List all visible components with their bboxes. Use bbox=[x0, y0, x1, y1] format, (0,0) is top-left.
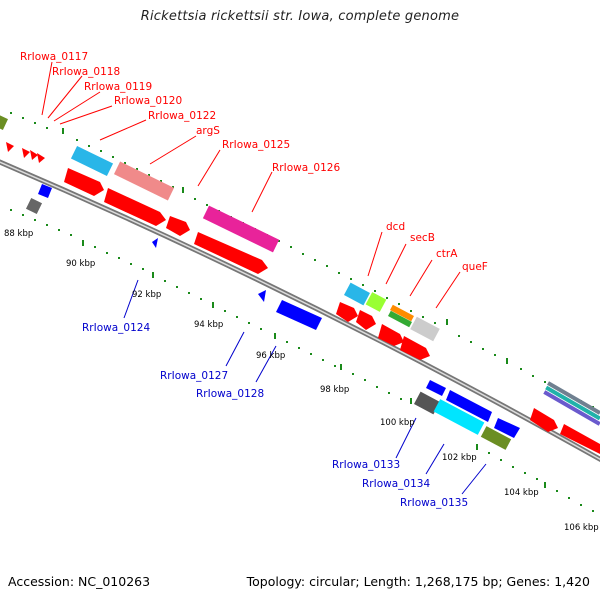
feature-grey-1 bbox=[25, 197, 43, 215]
feature-cds-ctrA bbox=[378, 324, 404, 346]
scale-label: 90 kbp bbox=[66, 259, 95, 269]
feature-cds-blue-100a bbox=[426, 380, 446, 396]
feature-cds-0125 bbox=[166, 216, 190, 236]
feature-cds-small-3 bbox=[30, 150, 38, 160]
forward-features bbox=[0, 114, 600, 454]
accession-text: Accession: NC_010263 bbox=[8, 574, 151, 589]
feature-rna-light-blue-2 bbox=[344, 282, 370, 306]
scale-label: 98 kbp bbox=[320, 385, 349, 395]
feature-lime bbox=[365, 292, 387, 312]
gene-label: RrIowa_0134 bbox=[362, 478, 430, 490]
gene-label: RrIowa_0117 bbox=[20, 51, 88, 63]
scale-labels: 88 kbp 90 kbp 92 kbp 94 kbp 96 kbp 98 kb… bbox=[4, 229, 599, 533]
feature-cds-0127 bbox=[258, 290, 266, 302]
gene-label: RrIowa_0135 bbox=[400, 497, 468, 509]
feature-cds-argS bbox=[104, 188, 166, 226]
feature-light-grey bbox=[410, 316, 440, 342]
feature-olive-0135 bbox=[480, 426, 512, 450]
gene-label: RrIowa_0125 bbox=[222, 139, 290, 151]
feature-cds-small-1 bbox=[6, 142, 14, 152]
feature-salmon bbox=[113, 161, 175, 201]
feature-cds-small-4 bbox=[37, 153, 45, 163]
feature-cds-blue-1 bbox=[38, 184, 52, 198]
genome-backbone-highlight bbox=[0, 161, 600, 461]
genome-summary-text: Topology: circular; Length: 1,268,175 bp… bbox=[246, 574, 590, 589]
feature-steel-stack bbox=[547, 381, 600, 415]
feature-cds-right-1 bbox=[530, 408, 558, 432]
gene-label: argS bbox=[196, 125, 220, 137]
gene-label: RrIowa_0119 bbox=[84, 81, 152, 93]
gene-label: dcd bbox=[386, 221, 405, 233]
feature-cyan-0133 bbox=[433, 399, 485, 435]
feature-cds-right-2 bbox=[560, 424, 600, 454]
reverse-leader-lines bbox=[123, 279, 487, 495]
feature-teal-stack bbox=[545, 385, 600, 421]
feature-magenta bbox=[202, 205, 280, 253]
feature-rna-light-blue-1 bbox=[70, 145, 114, 177]
gene-label: RrIowa_0126 bbox=[272, 162, 340, 174]
feature-cds-blue-100c bbox=[494, 418, 520, 438]
feature-cds-0126 bbox=[194, 232, 268, 274]
feature-cds-queF bbox=[400, 336, 430, 360]
reverse-gene-labels: RrIowa_0124 RrIowa_0127 RrIowa_0128 RrIo… bbox=[82, 322, 468, 509]
feature-cds-0128 bbox=[276, 300, 322, 330]
scale-label: 96 kbp bbox=[256, 351, 285, 361]
gene-label: RrIowa_0133 bbox=[332, 459, 400, 471]
scale-label: 100 kbp bbox=[380, 418, 415, 428]
map-title: Rickettsia rickettsii str. Iowa, complet… bbox=[140, 9, 460, 24]
feature-orange bbox=[389, 304, 415, 322]
gene-label: RrIowa_0122 bbox=[148, 110, 216, 122]
feature-cds-dcd bbox=[336, 302, 358, 322]
feature-cds-0117 bbox=[64, 168, 104, 196]
scale-label: 94 kbp bbox=[194, 320, 223, 330]
scale-label: 102 kbp bbox=[442, 453, 477, 463]
scale-label: 106 kbp bbox=[564, 523, 599, 533]
gene-label: secB bbox=[410, 232, 435, 244]
gene-label: ctrA bbox=[436, 248, 458, 260]
scale-label: 88 kbp bbox=[4, 229, 33, 239]
feature-grey-2 bbox=[414, 391, 440, 415]
scale-label: 104 kbp bbox=[504, 488, 539, 498]
feature-cds-blue-100b bbox=[446, 390, 492, 422]
feature-cds-0124 bbox=[152, 238, 158, 248]
gene-label: RrIowa_0118 bbox=[52, 66, 120, 78]
feature-cds-small-2 bbox=[22, 148, 30, 158]
feature-green-small bbox=[387, 310, 413, 328]
forward-gene-labels: RrIowa_0117 RrIowa_0118 RrIowa_0119 RrIo… bbox=[20, 51, 488, 273]
scale-label: 92 kbp bbox=[132, 290, 161, 300]
gene-label: queF bbox=[462, 261, 488, 273]
gene-label: RrIowa_0128 bbox=[196, 388, 264, 400]
feature-cds-secB bbox=[356, 310, 376, 330]
feature-slate-stack bbox=[543, 390, 600, 426]
inner-tick-row bbox=[10, 209, 594, 512]
gene-label: RrIowa_0120 bbox=[114, 95, 182, 107]
feature-olive-edge bbox=[0, 114, 8, 130]
forward-leader-lines bbox=[41, 61, 461, 309]
gene-label: RrIowa_0127 bbox=[160, 370, 228, 382]
reverse-features bbox=[25, 184, 520, 450]
gene-label: RrIowa_0124 bbox=[82, 322, 150, 334]
